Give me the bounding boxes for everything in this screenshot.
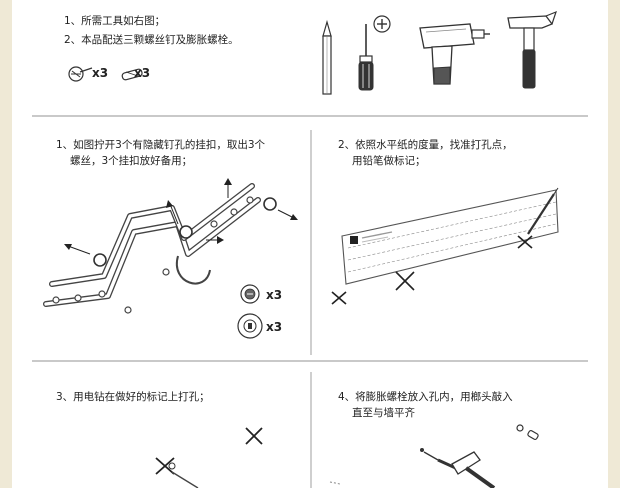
step3-line-1: 3、用电钻在做好的标记上打孔； [56, 391, 210, 403]
screw-icon [68, 66, 93, 82]
wall-anchor-icon [121, 68, 143, 81]
anchor-quantity: x3 [134, 66, 151, 80]
step1-line-2: 螺丝，3个挂扣放好备用； [70, 155, 193, 167]
anchor-install-diagram [329, 424, 539, 488]
step1-screw-quantity: x3 [266, 288, 283, 302]
screwdriver-icon [358, 15, 391, 91]
coat-rack-diagram [43, 178, 298, 314]
section-divider-middle-vertical [310, 130, 312, 355]
instruction-page: 1、所需工具如右图； 2、本品配送三颗螺丝钉及膨胀螺栓。 x3 x3 [12, 0, 608, 488]
tools-line-1: 1、所需工具如右图； [64, 15, 166, 27]
step1-knob-quantity: x3 [266, 320, 283, 334]
step1-line-1: 1、如图拧开3个有隐藏钉孔的挂扣，取出3个 [56, 139, 266, 151]
leveling-paper-diagram [331, 187, 559, 305]
hanger-knob-icon [237, 313, 263, 339]
section-divider-bottom [32, 360, 588, 362]
step2-line-2: 用铅笔做标记； [352, 155, 426, 167]
tools-line-2: 2、本品配送三颗螺丝钉及膨胀螺栓。 [64, 34, 239, 46]
step4-line-1: 4、将膨胀螺栓放入孔内，用榔头敲入 [338, 391, 513, 403]
section-divider-top [32, 115, 588, 117]
drill-marks-diagram [155, 427, 263, 488]
step2-line-1: 2、依照水平纸的度量，找准打孔点， [338, 139, 513, 151]
section-divider-bottom-vertical [310, 372, 312, 488]
screw-quantity: x3 [92, 66, 109, 80]
pencil-icon [322, 19, 332, 95]
hammer-icon [507, 10, 557, 89]
step4-line-2: 直至与墙平齐 [352, 407, 415, 419]
hidden-screw-icon [240, 284, 260, 304]
electric-drill-icon [419, 23, 490, 85]
